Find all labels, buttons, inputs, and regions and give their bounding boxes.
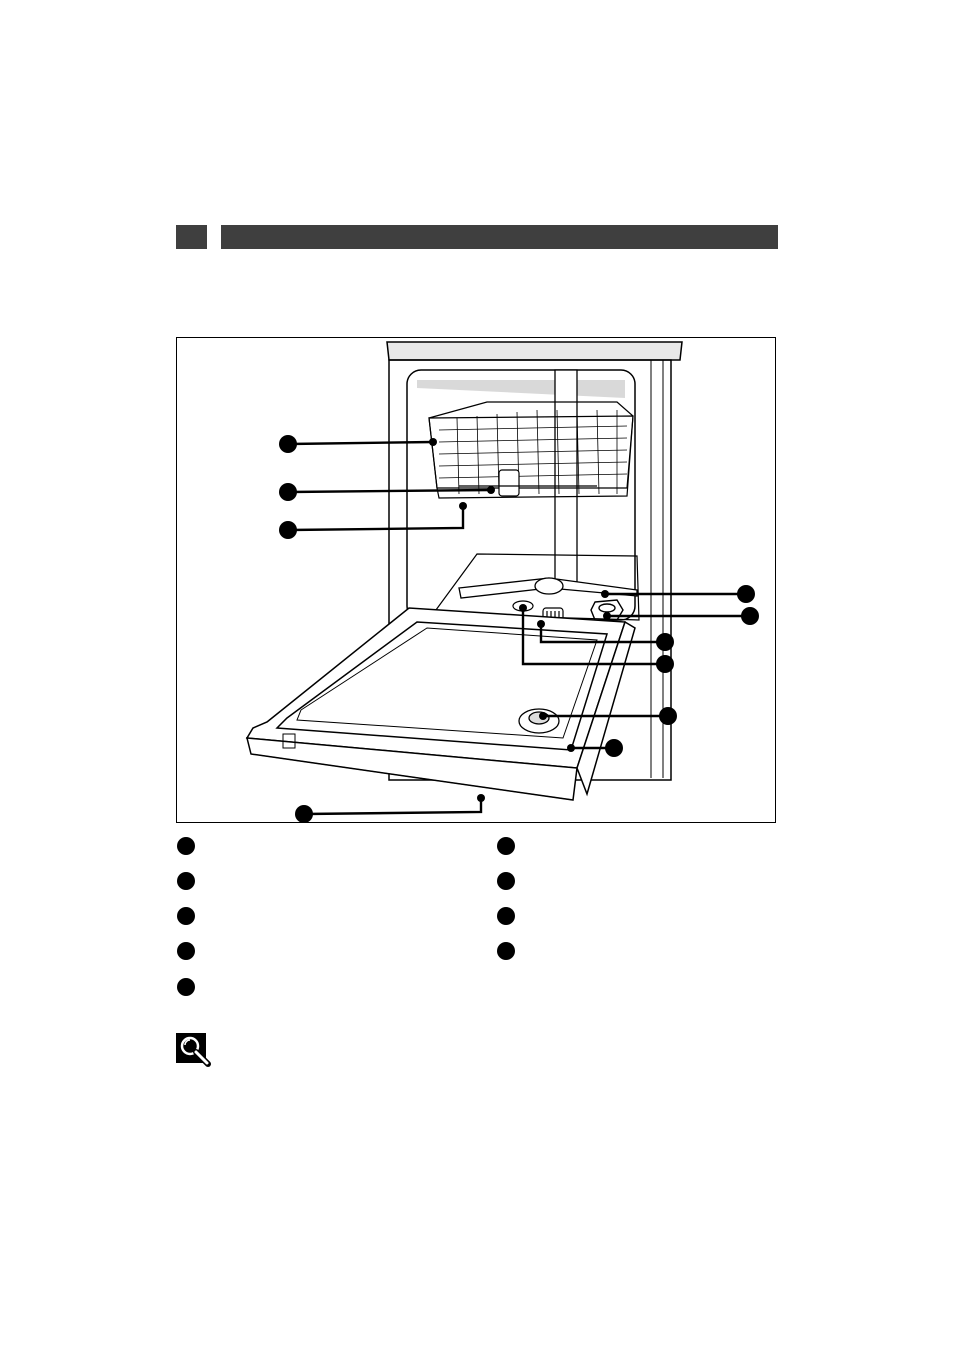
magnifier-icon xyxy=(176,1033,212,1069)
dishwasher-diagram xyxy=(176,337,776,823)
legend-marker xyxy=(497,942,515,960)
callout-marker xyxy=(279,521,297,539)
upper-basket xyxy=(428,401,634,499)
legend-marker xyxy=(497,837,515,855)
open-door xyxy=(245,607,636,801)
section-number-box xyxy=(176,225,207,249)
legend-marker xyxy=(177,872,195,890)
callout-marker xyxy=(279,483,297,501)
cabinet-top xyxy=(386,341,683,361)
callout-marker xyxy=(605,739,623,757)
detergent-dispenser xyxy=(518,708,560,734)
legend-marker xyxy=(177,942,195,960)
legend-marker xyxy=(497,872,515,890)
callout-points xyxy=(429,438,611,802)
section-title-bar xyxy=(221,225,778,249)
legend-marker xyxy=(497,907,515,925)
tub-ceiling-shade xyxy=(417,380,625,398)
callout-marker xyxy=(741,607,759,625)
callout-marker xyxy=(656,633,674,651)
dishwasher-illustration xyxy=(245,341,759,823)
upper-spray-arm xyxy=(459,469,597,497)
callout-marker xyxy=(656,655,674,673)
callout-markers xyxy=(279,435,759,823)
legend-marker xyxy=(177,837,195,855)
callout-marker xyxy=(279,435,297,453)
callout-marker xyxy=(295,805,313,823)
legend-marker xyxy=(177,978,195,996)
callout-marker xyxy=(737,585,755,603)
lower-spray-arm xyxy=(458,577,638,599)
callout-marker xyxy=(659,707,677,725)
callout-leaders xyxy=(288,440,749,816)
legend-marker xyxy=(177,907,195,925)
